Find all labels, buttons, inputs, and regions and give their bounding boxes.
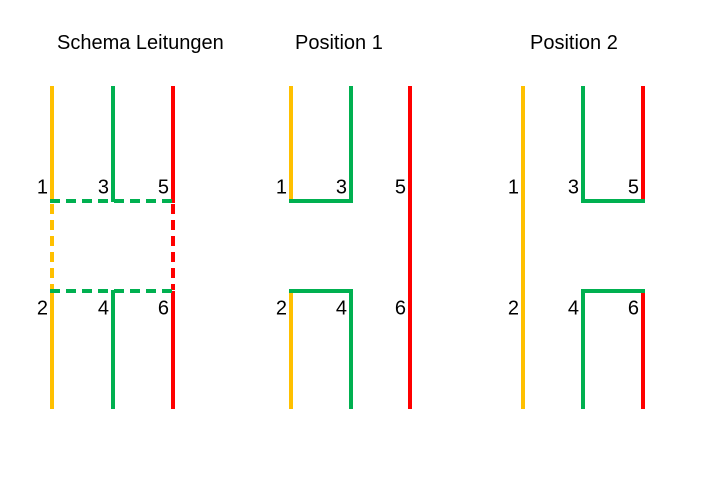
terminal-label-position-1-5: 5 xyxy=(394,176,406,199)
terminal-label-position-2-5: 5 xyxy=(627,176,639,199)
terminal-label-schema-leitungen-3: 3 xyxy=(97,176,109,199)
position-1--jumper-2-4 xyxy=(289,289,353,293)
terminal-label-position-1-6: 6 xyxy=(394,297,406,320)
schema-leitungen--yellow-wire-middle-dashed xyxy=(50,204,54,290)
terminal-label-schema-leitungen-2: 2 xyxy=(36,297,48,320)
schema-leitungen--yellow-wire-2-lower xyxy=(50,291,54,409)
position-2--jumper-3-5 xyxy=(581,199,645,203)
terminal-label-schema-leitungen-1: 1 xyxy=(36,176,48,199)
position-2--green-wire-4 xyxy=(581,289,585,409)
schema-leitungen--yellow-wire-1-upper xyxy=(50,86,54,203)
schema-leitungen--green-wire-3-upper xyxy=(111,86,115,202)
terminal-label-position-1-2: 2 xyxy=(275,297,287,320)
schema-leitungen--red-wire-6-lower xyxy=(171,291,175,409)
schema-leitungen--red-wire-middle-dashed xyxy=(171,204,175,290)
position-1--red-wire-5-6-full xyxy=(408,86,412,409)
terminal-label-position-2-2: 2 xyxy=(507,297,519,320)
position-1--green-wire-3 xyxy=(349,86,353,203)
panel-title-position-1: Position 1 xyxy=(295,32,383,54)
position-2--red-wire-6 xyxy=(641,291,645,409)
terminal-label-schema-leitungen-4: 4 xyxy=(97,297,109,320)
terminal-label-position-2-1: 1 xyxy=(507,176,519,199)
panel-title-schema-leitungen: Schema Leitungen xyxy=(57,32,224,54)
terminal-label-position-1-4: 4 xyxy=(335,297,347,320)
position-1--yellow-wire-1 xyxy=(289,86,293,203)
position-1--jumper-1-3 xyxy=(289,199,353,203)
terminal-label-schema-leitungen-6: 6 xyxy=(157,297,169,320)
schema-leitungen--red-wire-5-upper xyxy=(171,86,175,203)
position-2--green-wire-3 xyxy=(581,86,585,203)
terminal-label-schema-leitungen-5: 5 xyxy=(157,176,169,199)
position-1--yellow-wire-2 xyxy=(289,291,293,409)
position-2--red-wire-5 xyxy=(641,86,645,203)
terminal-label-position-1-1: 1 xyxy=(275,176,287,199)
schema-leitungen--green-wire-4-lower xyxy=(111,290,115,409)
terminal-label-position-1-3: 3 xyxy=(335,176,347,199)
schema-leitungen--jumper-bottom-row-dashed xyxy=(50,289,175,293)
position-2--yellow-wire-1-2-full xyxy=(521,86,525,409)
position-2--jumper-4-6 xyxy=(581,289,645,293)
panel-title-position-2: Position 2 xyxy=(530,32,618,54)
position-1--green-wire-4 xyxy=(349,289,353,409)
terminal-label-position-2-3: 3 xyxy=(567,176,579,199)
terminal-label-position-2-4: 4 xyxy=(567,297,579,320)
terminal-label-position-2-6: 6 xyxy=(627,297,639,320)
schema-leitungen--jumper-top-row-dashed xyxy=(50,199,175,203)
